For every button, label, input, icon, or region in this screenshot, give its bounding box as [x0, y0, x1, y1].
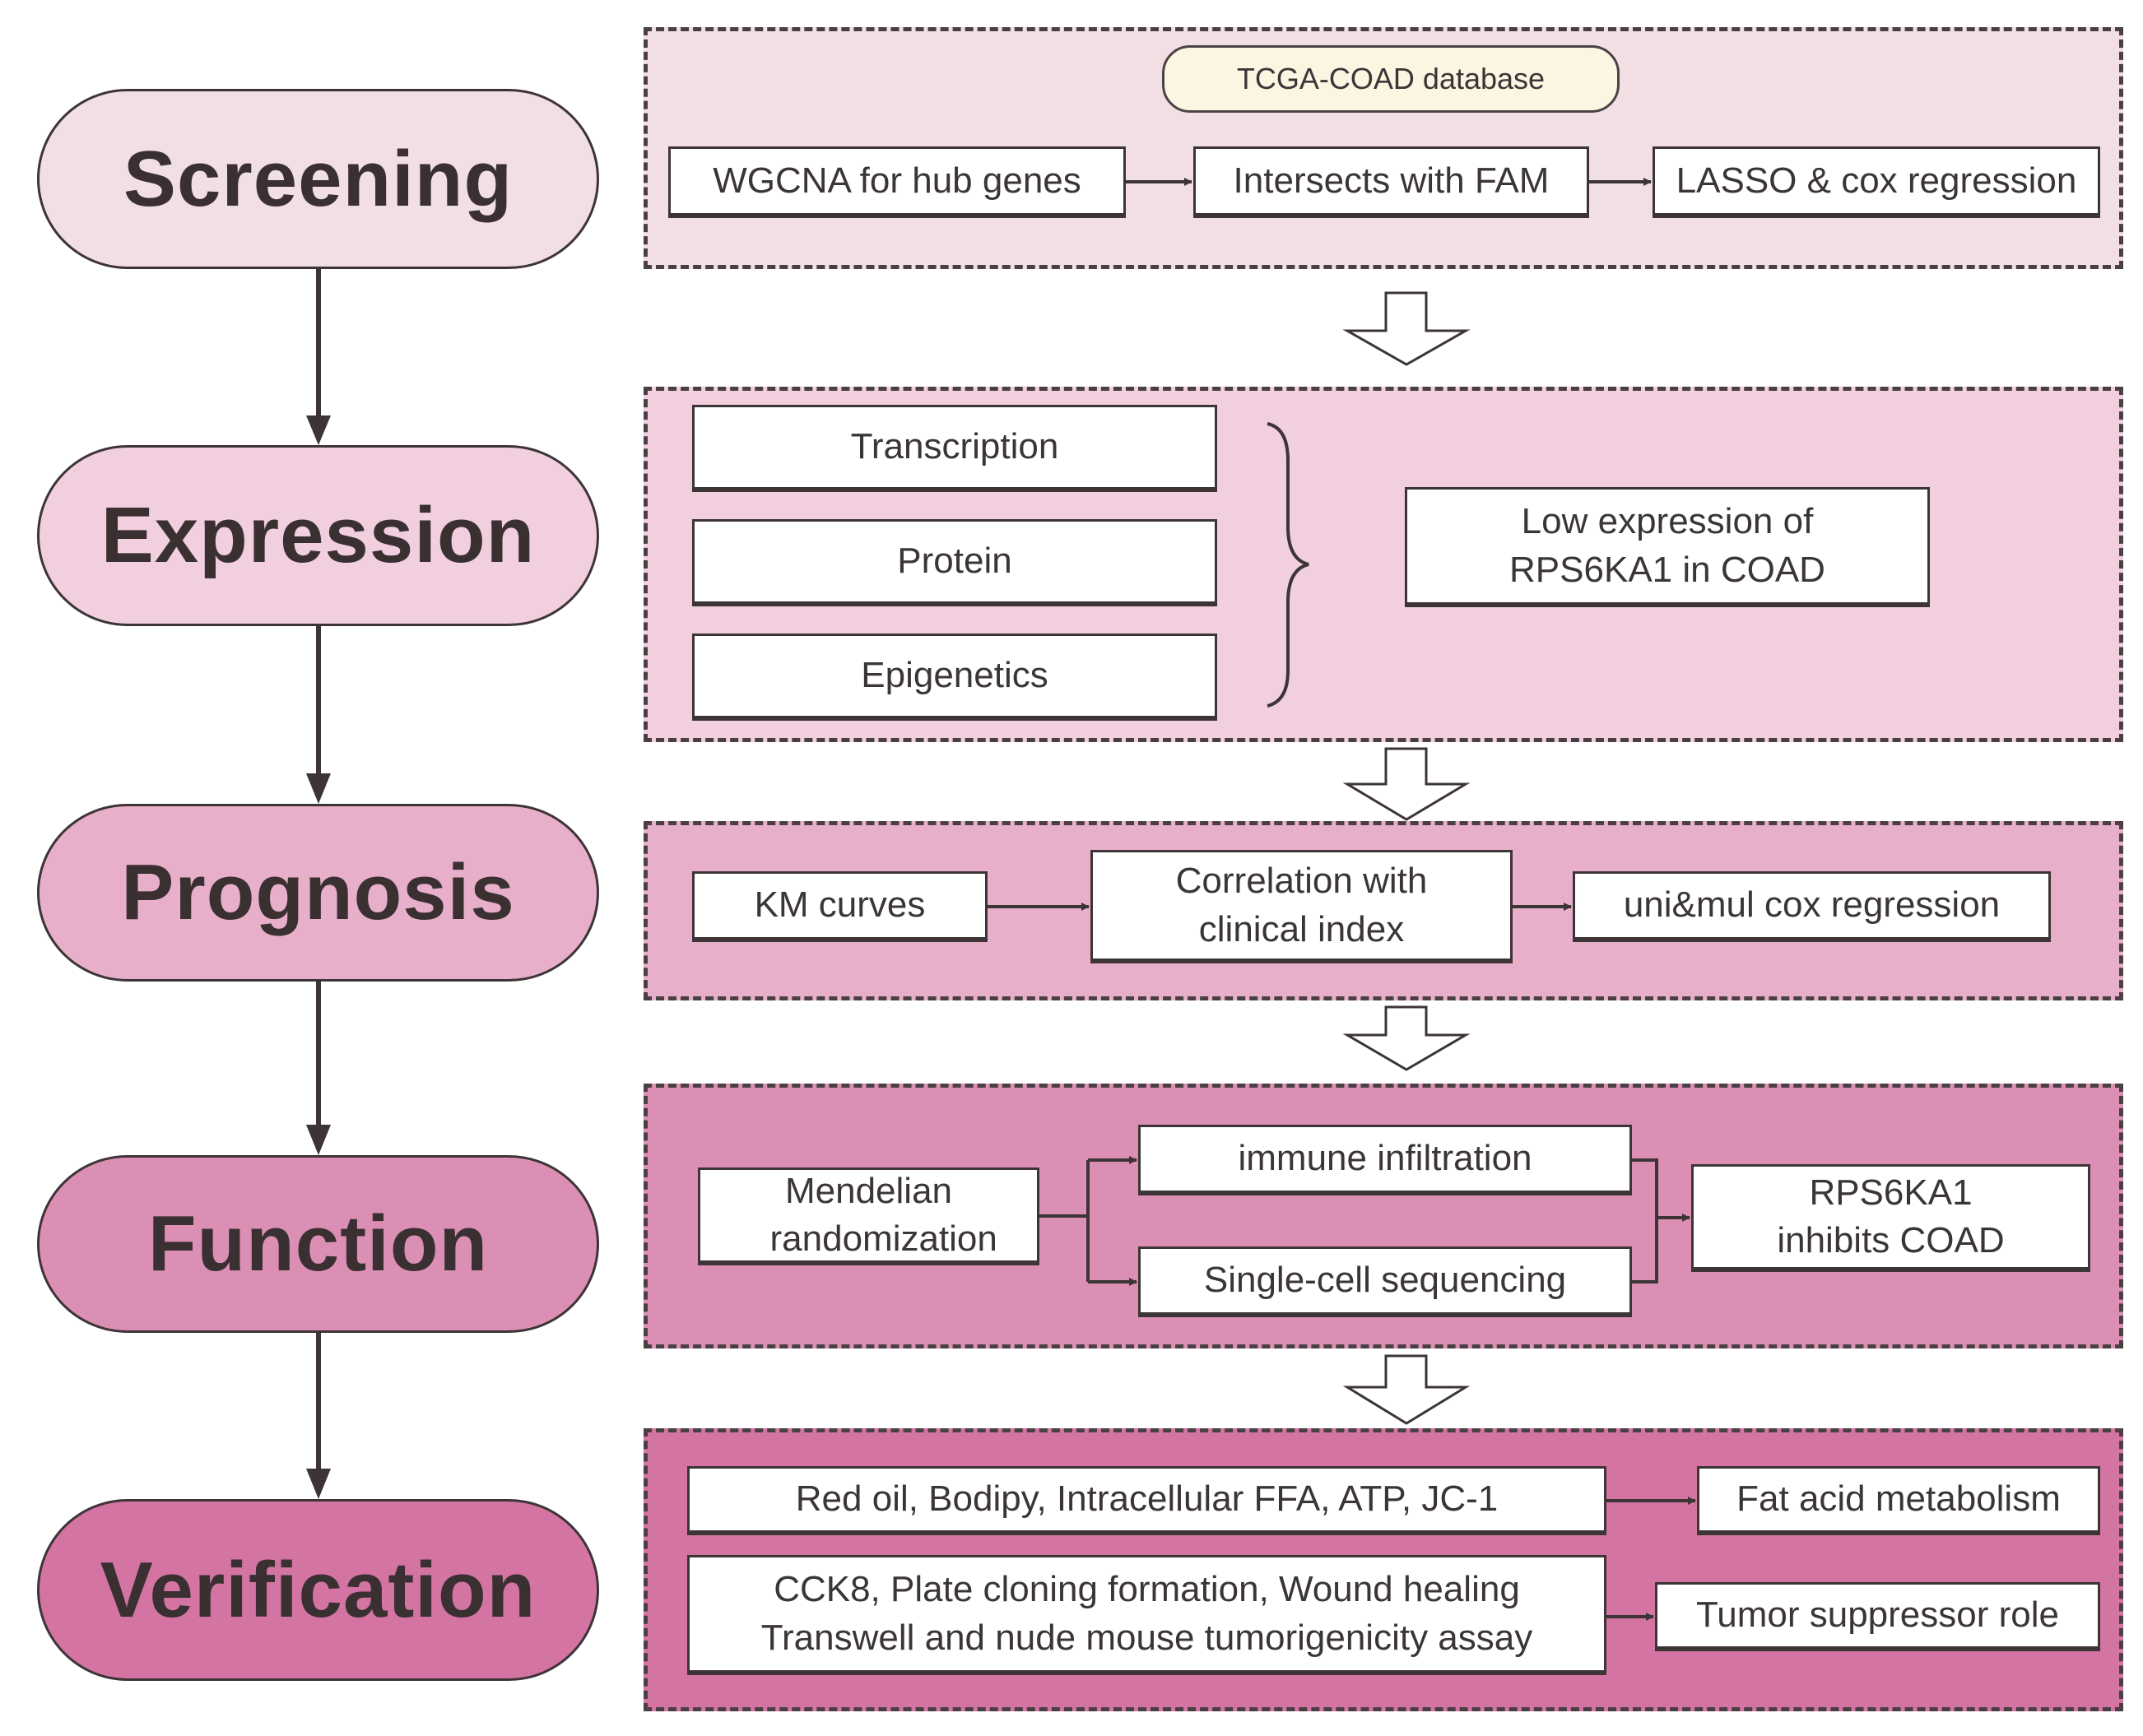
branch-immune-infiltration: immune infiltration: [1138, 1125, 1632, 1195]
mendelian-randomization: Mendelian randomization: [698, 1167, 1039, 1265]
result-label: RPS6KA1 inhibits COAD: [1777, 1172, 2005, 1260]
step-wgcna: WGCNA for hub genes: [668, 146, 1126, 218]
outcome-label: Tumor suppressor role: [1696, 1594, 2059, 1636]
database-label: TCGA-COAD database: [1236, 62, 1546, 95]
step-intersects-fam: Intersects with FAM: [1193, 146, 1589, 218]
step-label: Correlation with clinical index: [1175, 861, 1428, 949]
level-transcription: Transcription: [692, 405, 1217, 492]
outcome-label: Fat acid metabolism: [1736, 1478, 2061, 1520]
arrow-head: [306, 1469, 331, 1499]
step-label: LASSO & cox regression: [1676, 160, 2077, 201]
stage-function: Function: [37, 1155, 599, 1333]
branch-label: immune infiltration: [1238, 1138, 1532, 1179]
branch-label: Single-cell sequencing: [1203, 1260, 1567, 1301]
function-result: RPS6KA1 inhibits COAD: [1691, 1164, 2090, 1272]
step-label: KM curves: [754, 884, 926, 926]
branch-single-cell-sequencing: Single-cell sequencing: [1138, 1246, 1632, 1317]
outcome-fat-acid-metabolism: Fat acid metabolism: [1697, 1466, 2100, 1535]
step-label: uni&mul cox regression: [1623, 884, 2001, 926]
stage-label: Function: [147, 1200, 489, 1288]
database-badge: TCGA-COAD database: [1162, 45, 1620, 113]
source-label: Mendelian randomization: [769, 1170, 997, 1259]
assay-label: CCK8, Plate cloning formation, Wound hea…: [760, 1569, 1533, 1658]
arrow-head: [306, 415, 331, 445]
step-label: Intersects with FAM: [1233, 160, 1550, 201]
block-arrow-icon: [1342, 747, 1471, 821]
level-label: Protein: [897, 541, 1012, 582]
step-clinical-correlation: Correlation with clinical index: [1090, 850, 1513, 963]
assay-lipid: Red oil, Bodipy, Intracellular FFA, ATP,…: [687, 1466, 1606, 1535]
assay-label: Red oil, Bodipy, Intracellular FFA, ATP,…: [795, 1478, 1499, 1520]
block-arrow-icon: [1342, 1354, 1471, 1425]
level-label: Transcription: [850, 426, 1059, 467]
step-label: WGCNA for hub genes: [713, 160, 1081, 201]
step-cox-regression: uni&mul cox regression: [1573, 871, 2051, 942]
block-arrow-icon: [1342, 291, 1471, 366]
level-epigenetics: Epigenetics: [692, 634, 1217, 721]
level-label: Epigenetics: [861, 655, 1048, 696]
stage-expression: Expression: [37, 445, 599, 626]
result-label: Low expression of RPS6KA1 in COAD: [1509, 501, 1825, 590]
arrow-head: [306, 1125, 331, 1155]
level-protein: Protein: [692, 519, 1217, 606]
stage-prognosis: Prognosis: [37, 804, 599, 982]
assay-tumor: CCK8, Plate cloning formation, Wound hea…: [687, 1555, 1606, 1675]
arrow-head: [306, 773, 331, 804]
expression-result: Low expression of RPS6KA1 in COAD: [1405, 487, 1930, 607]
outcome-tumor-suppressor: Tumor suppressor role: [1655, 1582, 2100, 1651]
stage-label: Screening: [123, 134, 514, 223]
step-km-curves: KM curves: [692, 871, 988, 942]
block-arrow-icon: [1342, 1005, 1471, 1071]
stage-screening: Screening: [37, 89, 599, 269]
stage-label: Verification: [100, 1545, 537, 1634]
stage-label: Prognosis: [121, 848, 515, 936]
stage-verification: Verification: [37, 1499, 599, 1681]
stage-label: Expression: [100, 491, 536, 579]
step-lasso-cox: LASSO & cox regression: [1653, 146, 2100, 218]
